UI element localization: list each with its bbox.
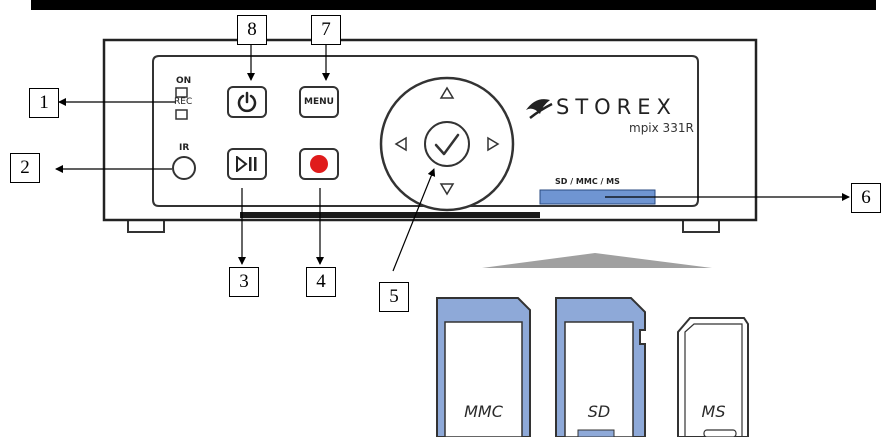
sd-card-lock xyxy=(577,429,615,437)
callout-2: 2 xyxy=(10,153,40,183)
power-icon xyxy=(237,91,257,113)
mmc-card-label: MMC xyxy=(464,402,503,421)
on-led xyxy=(175,87,188,98)
arrow-left-icon xyxy=(394,136,407,152)
arrow-up-icon xyxy=(439,86,455,99)
rec-led xyxy=(175,109,188,120)
ms-card xyxy=(677,317,749,437)
record-button[interactable] xyxy=(299,148,339,180)
ms-card-lock xyxy=(703,429,737,437)
bottom-strip xyxy=(240,212,540,218)
brand-logo-text: STOREX xyxy=(556,95,677,119)
menu-button[interactable]: MENU xyxy=(299,86,339,118)
play-pause-icon xyxy=(236,156,257,172)
rec-led-label: REC xyxy=(174,97,193,107)
callout-5: 5 xyxy=(379,282,409,312)
slot-label: SD / MMC / MS xyxy=(555,177,620,186)
model-label: mpix 331R xyxy=(629,121,694,135)
callout-3: 3 xyxy=(229,267,259,297)
callout-7: 7 xyxy=(311,15,341,45)
leader-5 xyxy=(392,168,436,272)
arrow-down-icon xyxy=(439,183,455,196)
ms-card-label: MS xyxy=(701,402,726,421)
check-icon xyxy=(434,133,460,156)
menu-button-label: MENU xyxy=(304,97,334,107)
slot-highlight xyxy=(482,253,712,268)
ir-label: IR xyxy=(179,143,190,153)
ir-sensor xyxy=(172,156,196,180)
callout-1: 1 xyxy=(29,88,59,118)
record-icon xyxy=(310,155,328,173)
mmc-card-window xyxy=(444,321,523,437)
arrow-right-icon xyxy=(487,136,500,152)
nav-ok-ring xyxy=(424,121,470,167)
storex-logo-icon xyxy=(526,99,550,114)
sd-card-window xyxy=(564,321,634,437)
sd-card-label: SD xyxy=(587,402,611,421)
top-bar xyxy=(31,0,876,10)
on-led-label: ON xyxy=(176,76,192,86)
power-button[interactable] xyxy=(227,86,267,118)
callout-6: 6 xyxy=(851,183,881,213)
front-panel xyxy=(152,55,699,207)
play-pause-button[interactable] xyxy=(227,148,267,180)
callout-8: 8 xyxy=(237,15,267,45)
callout-4: 4 xyxy=(306,267,336,297)
